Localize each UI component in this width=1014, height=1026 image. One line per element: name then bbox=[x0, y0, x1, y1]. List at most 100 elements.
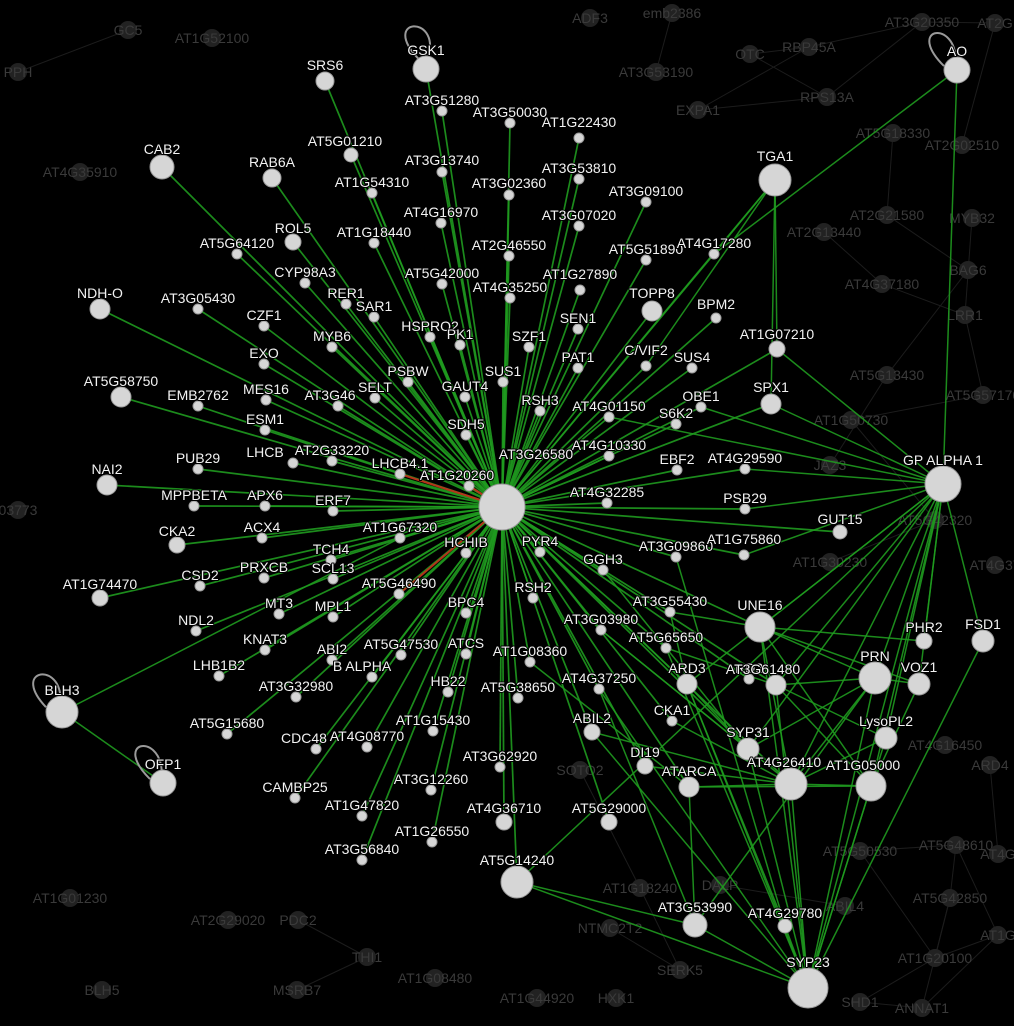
node-scl13[interactable] bbox=[327, 573, 339, 585]
node-topp8[interactable] bbox=[641, 300, 663, 322]
node-syp23[interactable] bbox=[787, 967, 829, 1009]
node-cka1[interactable] bbox=[666, 715, 678, 727]
node-at3g53810[interactable] bbox=[573, 173, 585, 185]
node-at4g17280[interactable] bbox=[708, 248, 720, 260]
node-gp-alpha-1[interactable] bbox=[924, 465, 962, 503]
node-at5g42000[interactable] bbox=[436, 278, 448, 290]
node-spx1[interactable] bbox=[760, 393, 782, 415]
node-at1g22430[interactable] bbox=[573, 132, 585, 144]
node-at3g07020[interactable] bbox=[573, 220, 585, 232]
node-acx4[interactable] bbox=[256, 532, 268, 544]
node-at3g09100[interactable] bbox=[640, 196, 652, 208]
node-atcs[interactable] bbox=[460, 648, 472, 660]
node-bpm2[interactable] bbox=[710, 312, 722, 324]
node-hchib[interactable] bbox=[460, 547, 472, 559]
node-di19[interactable] bbox=[636, 757, 654, 775]
node-psb29[interactable] bbox=[739, 503, 751, 515]
node-gaut4[interactable] bbox=[459, 391, 471, 403]
node-cka2[interactable] bbox=[168, 536, 186, 554]
node-at4g36710[interactable] bbox=[495, 813, 513, 831]
node-ard3[interactable] bbox=[676, 673, 698, 695]
node-pat1[interactable] bbox=[572, 362, 584, 374]
node-pub29[interactable] bbox=[192, 463, 204, 475]
node-at3g32980[interactable] bbox=[290, 691, 302, 703]
node-esm1[interactable] bbox=[259, 424, 271, 436]
node-at1g05000[interactable] bbox=[855, 770, 887, 802]
node-fsd1[interactable] bbox=[971, 629, 995, 653]
node-at5g58750[interactable] bbox=[110, 386, 132, 408]
node-myb6[interactable] bbox=[326, 341, 338, 353]
node-lysopl2[interactable] bbox=[874, 726, 898, 750]
node-at2g46550[interactable] bbox=[503, 250, 515, 262]
node-at1g75860[interactable] bbox=[738, 549, 750, 561]
node-hb22[interactable] bbox=[442, 686, 454, 698]
node-b-alpha[interactable] bbox=[366, 671, 378, 683]
node-at3g05430[interactable] bbox=[192, 303, 204, 315]
node-abil2[interactable] bbox=[583, 723, 601, 741]
node-at1g20260[interactable] bbox=[463, 480, 475, 492]
node-mt3[interactable] bbox=[273, 608, 285, 620]
node-voz1[interactable] bbox=[907, 672, 931, 696]
node-exo[interactable] bbox=[258, 358, 270, 370]
node-bpc4[interactable] bbox=[460, 607, 472, 619]
node-tga1[interactable] bbox=[758, 163, 792, 197]
node-lhcb[interactable] bbox=[287, 457, 299, 469]
node-rd2[interactable] bbox=[743, 673, 755, 685]
node-at3g61480[interactable] bbox=[765, 674, 787, 696]
node-at1g54310[interactable] bbox=[366, 187, 378, 199]
node-ebf2[interactable] bbox=[671, 464, 683, 476]
node-csd2[interactable] bbox=[194, 580, 206, 592]
node-at4g35250[interactable] bbox=[504, 292, 516, 304]
node-pk1[interactable] bbox=[454, 339, 466, 351]
node-cab2[interactable] bbox=[149, 154, 175, 180]
node-at3g03980[interactable] bbox=[595, 624, 607, 636]
node-c-vif2[interactable] bbox=[640, 360, 652, 372]
node-czf1[interactable] bbox=[258, 320, 270, 332]
node-at1g67320[interactable] bbox=[394, 532, 406, 544]
node-at4g29780[interactable] bbox=[777, 918, 793, 934]
node-lhb1b2[interactable] bbox=[213, 670, 225, 682]
node-emb2762[interactable] bbox=[192, 400, 204, 412]
node-at5g64120[interactable] bbox=[231, 248, 243, 260]
node-at5g51890[interactable] bbox=[640, 254, 652, 266]
node-prxcb[interactable] bbox=[258, 572, 270, 584]
node-at3g26580[interactable] bbox=[478, 483, 526, 531]
node-rol5[interactable] bbox=[284, 233, 302, 251]
node-blh3[interactable] bbox=[45, 695, 79, 729]
node-at5g65650[interactable] bbox=[660, 642, 672, 654]
node-psbw[interactable] bbox=[402, 376, 414, 388]
node-at4g29590[interactable] bbox=[739, 463, 751, 475]
node-at1g07210[interactable] bbox=[768, 340, 786, 358]
node-mppbeta[interactable] bbox=[188, 500, 200, 512]
node-at4g16970[interactable] bbox=[435, 217, 447, 229]
node-at4g08770[interactable] bbox=[361, 741, 373, 753]
node-apx6[interactable] bbox=[259, 500, 271, 512]
node-at5g15680[interactable] bbox=[221, 728, 233, 740]
node-at4g01150[interactable] bbox=[603, 411, 615, 423]
node-at3g51280[interactable] bbox=[436, 105, 448, 117]
node-at1g08360[interactable] bbox=[524, 656, 536, 668]
node-szf1[interactable] bbox=[523, 341, 535, 353]
node-phr2[interactable] bbox=[915, 632, 933, 650]
node-at5g01210[interactable] bbox=[343, 147, 359, 163]
node-at2g33220[interactable] bbox=[326, 455, 338, 467]
node-rab6a[interactable] bbox=[262, 168, 282, 188]
node-atarca[interactable] bbox=[678, 776, 700, 798]
node-at3g12260[interactable] bbox=[425, 784, 437, 796]
node-rsh2[interactable] bbox=[527, 592, 539, 604]
node-at3g13740[interactable] bbox=[436, 166, 448, 178]
node-gut15[interactable] bbox=[832, 524, 848, 540]
node-mpl1[interactable] bbox=[327, 611, 339, 623]
node-at5g14240[interactable] bbox=[500, 865, 534, 899]
node-at3g46[interactable] bbox=[332, 400, 344, 412]
node-obe1[interactable] bbox=[695, 401, 707, 413]
node-at1g47820[interactable] bbox=[356, 810, 368, 822]
node-une16[interactable] bbox=[744, 611, 776, 643]
node-at1g15430[interactable] bbox=[427, 725, 439, 737]
node-at5g29000[interactable] bbox=[600, 813, 618, 831]
node-selt[interactable] bbox=[369, 392, 381, 404]
node-lhcb4-1[interactable] bbox=[394, 468, 406, 480]
node-prn[interactable] bbox=[858, 661, 892, 695]
node-at4g10330[interactable] bbox=[603, 450, 615, 462]
node-rer1[interactable] bbox=[340, 298, 352, 310]
